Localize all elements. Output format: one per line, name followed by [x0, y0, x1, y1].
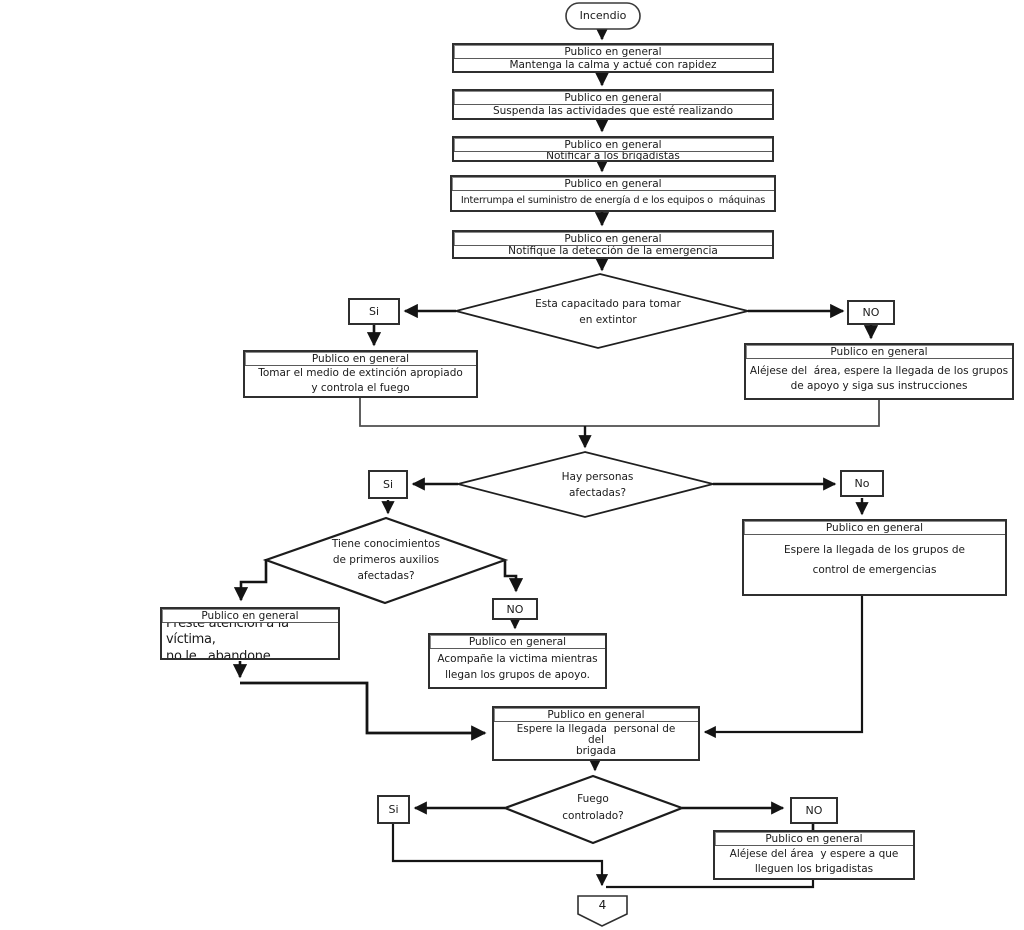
- box-acompane-victima: Publico en general Acompañe la victima m…: [428, 633, 607, 689]
- elbow-preste-to-brigada: [240, 681, 487, 741]
- decision-capacitado-diamond: [452, 273, 749, 349]
- decision-fuego-diamond: [501, 774, 686, 845]
- decision4-yes-box: Si: [377, 795, 410, 824]
- step-box-mantenga-calma: Publico en general Mantenga la calma y a…: [452, 43, 774, 73]
- elbow-si3-to-connector: [391, 824, 609, 887]
- decision3-no-box: NO: [492, 598, 538, 620]
- box-header: Publico en general: [245, 352, 476, 366]
- box-body: Espere la llegada de los grupos de contr…: [784, 544, 965, 577]
- elbow-decision3-no: [503, 561, 524, 593]
- start-terminator-shape: [565, 2, 641, 30]
- step-body: Notifique la detección de la emergencia: [508, 246, 718, 257]
- elbow-alejese2-to-connector: [606, 880, 815, 889]
- decision2-yes-box: Si: [368, 470, 408, 499]
- step-header: Publico en general: [454, 91, 772, 105]
- step-body: Suspenda las actividades que esté realiz…: [492, 105, 734, 118]
- box-alejese-brigadistas: Publico en general Aléjese del área y es…: [713, 830, 915, 880]
- decision4-no-box: NO: [790, 797, 838, 824]
- box-tomar-extincion: Publico en general Tomar el medio de ext…: [243, 350, 478, 398]
- box-header: Publico en general: [744, 521, 1005, 535]
- box-espere-grupos: Publico en general Espere la llegada de …: [742, 519, 1007, 596]
- box-header: Publico en general: [162, 609, 338, 623]
- step-header: Publico en general: [452, 177, 774, 191]
- decision-auxilios-diamond: [262, 516, 509, 605]
- merge-line: [359, 398, 880, 427]
- box-body: Preste atención a la víctima, no le aban…: [166, 623, 289, 658]
- step-body: Interrumpa el suministro de energía d e …: [460, 194, 766, 206]
- step-body: Notificar a los brigadistas: [546, 152, 680, 160]
- box-body: Acompañe la victima mientras llegan los …: [437, 653, 598, 681]
- box-espere-brigada: Publico en general Espere la llegada per…: [492, 706, 700, 761]
- step-box-interrumpa-energia: Publico en general Interrumpa el suminis…: [450, 175, 776, 212]
- decision-afectadas-diamond: [457, 451, 714, 518]
- step-box-notificar-brigadistas: Publico en general Notificar a los briga…: [452, 136, 774, 162]
- box-header: Publico en general: [430, 635, 605, 649]
- box-body: Tomar el medio de extinción apropiado y …: [258, 367, 463, 394]
- elbow-esperegrupos-to-brigada: [703, 596, 864, 739]
- box-header: Publico en general: [494, 708, 698, 722]
- box-header: Publico en general: [715, 832, 913, 846]
- decision-capacitado-label: Esta capacitado para tomar en extintor: [535, 297, 681, 326]
- step-header: Publico en general: [454, 45, 772, 59]
- box-alejese-grupos: Publico en general Aléjese del área, esp…: [744, 343, 1014, 400]
- step-header: Publico en general: [454, 232, 772, 246]
- decision1-yes-box: Si: [348, 298, 400, 325]
- box-body: Aléjese del área y espere a que lleguen …: [729, 848, 899, 875]
- step-box-notifique-emergencia: Publico en general Notifique la detecció…: [452, 230, 774, 259]
- step-box-suspenda-actividades: Publico en general Suspenda las activida…: [452, 89, 774, 120]
- decision-fuego-label: Fuego controlado?: [562, 793, 624, 822]
- box-preste-atencion: Publico en general Preste atención a la …: [160, 607, 340, 660]
- decision2-no-box: No: [840, 470, 884, 497]
- decision-auxilios-label: Tiene conocimientos de primeros auxilios…: [331, 537, 441, 583]
- box-body: Espere la llegada personal de del brigad…: [516, 722, 676, 758]
- offpage-connector-shape: [577, 895, 628, 927]
- start-label: Incendio: [579, 9, 627, 23]
- step-header: Publico en general: [454, 138, 772, 152]
- step-body: Mantenga la calma y actué con rapidez: [509, 59, 717, 71]
- box-body: Aléjese del área, espere la llegada de l…: [749, 364, 1009, 392]
- elbow-decision3-yes: [233, 559, 268, 602]
- offpage-connector-label: 4: [598, 897, 607, 912]
- box-header: Publico en general: [746, 345, 1012, 359]
- decision1-no-box: NO: [847, 300, 895, 325]
- decision-afectadas-label: Hay personas afectadas?: [561, 470, 634, 499]
